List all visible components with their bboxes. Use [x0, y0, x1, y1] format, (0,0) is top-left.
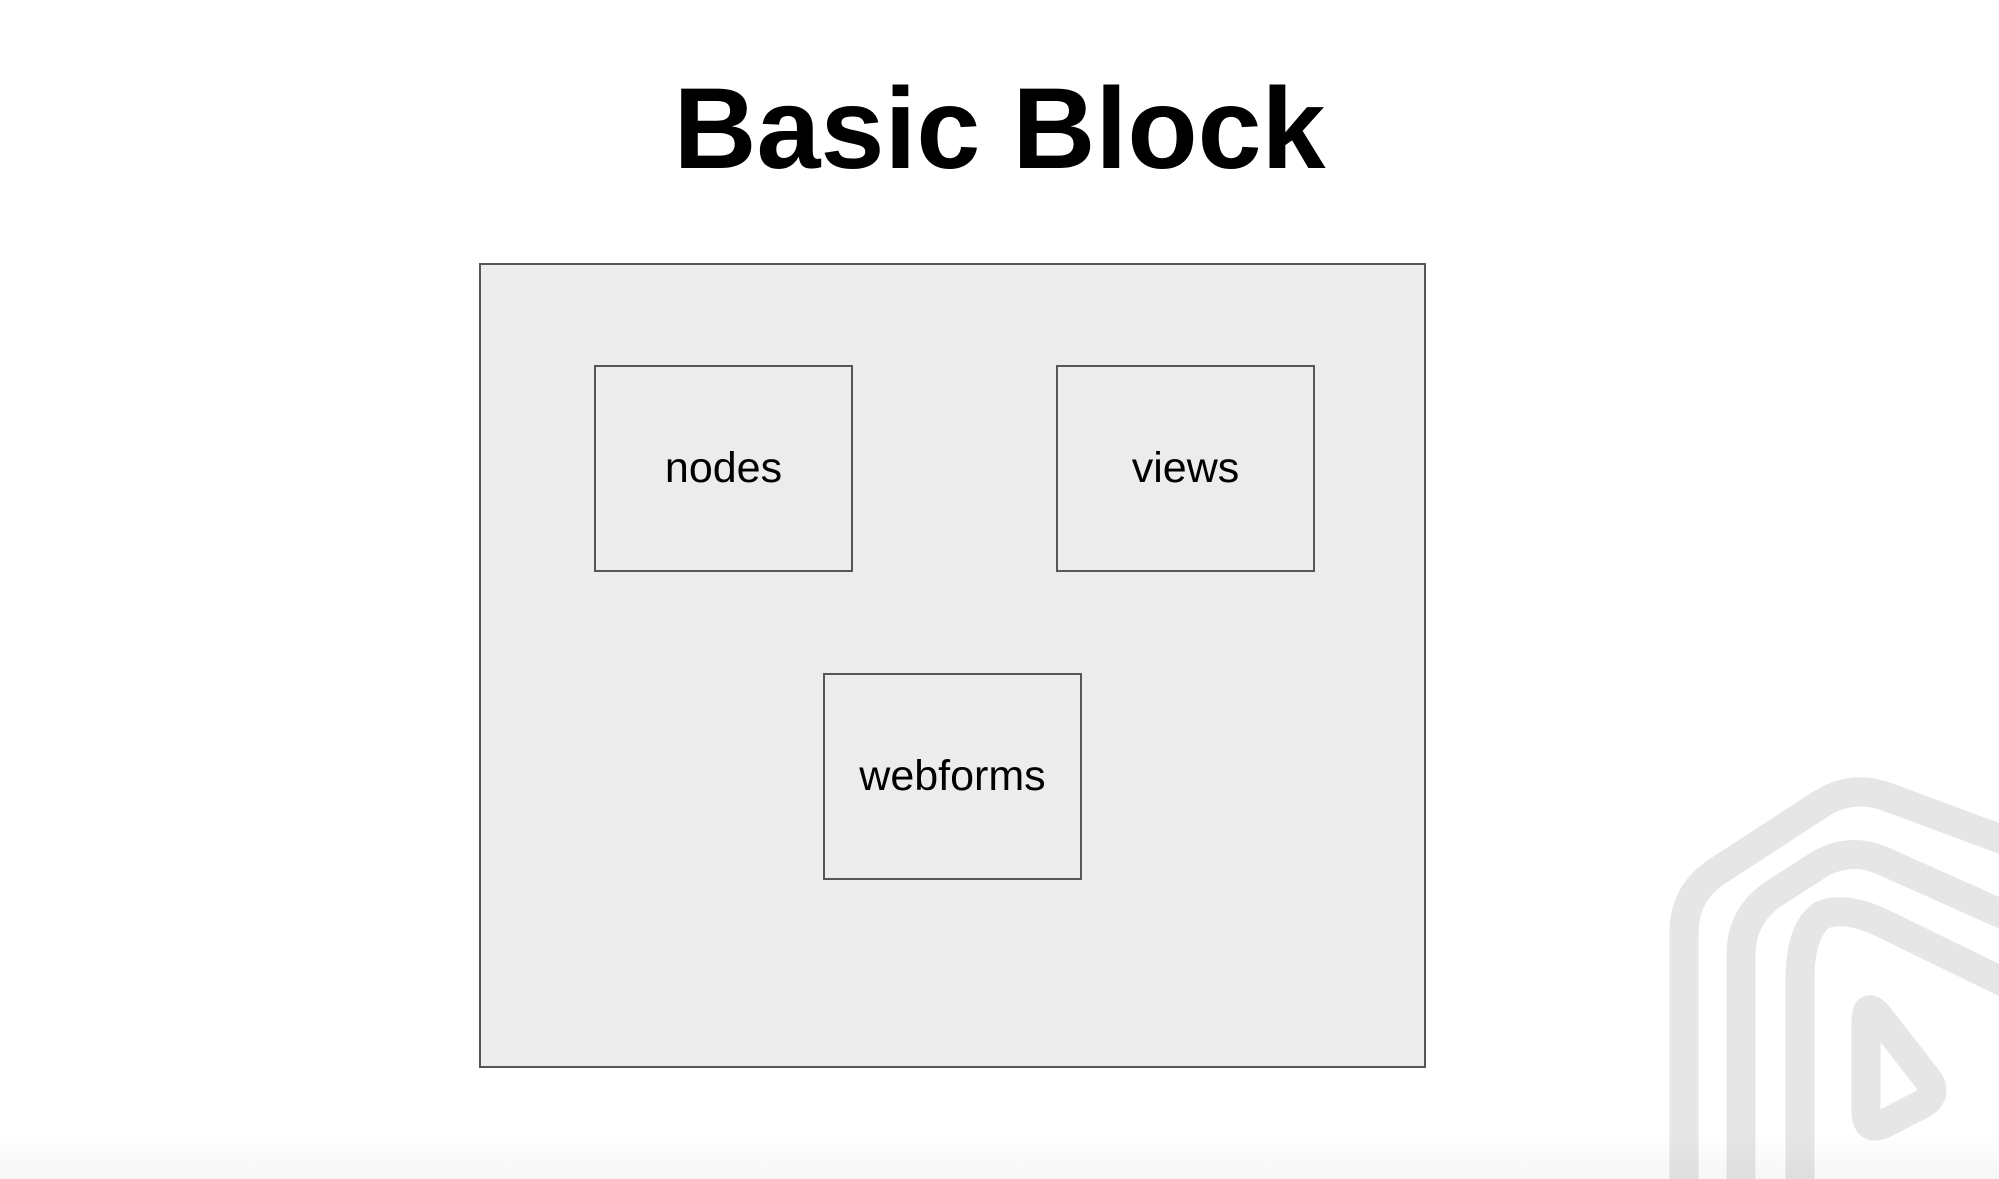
- brand-logo-watermark-icon: [1669, 777, 1999, 1179]
- watermark-chevron-outer: [1669, 777, 1999, 1179]
- bottom-gradient: [0, 1133, 1999, 1179]
- shape-nodes: nodes: [594, 365, 853, 572]
- shape-webforms: webforms: [823, 673, 1082, 880]
- page-title: Basic Block: [673, 65, 1326, 193]
- watermark-chevron-middle: [1726, 840, 1999, 1179]
- shape-views: views: [1056, 365, 1315, 572]
- shape-nodes-label: nodes: [664, 443, 783, 492]
- basic-block-container-shape: nodes views webforms: [479, 263, 1426, 1068]
- watermark-chevron-inner: [1785, 897, 1999, 1179]
- shape-views-label: views: [1131, 443, 1240, 492]
- shape-webforms-label: webforms: [859, 751, 1046, 800]
- watermark-play-triangle-icon: [1851, 995, 1947, 1141]
